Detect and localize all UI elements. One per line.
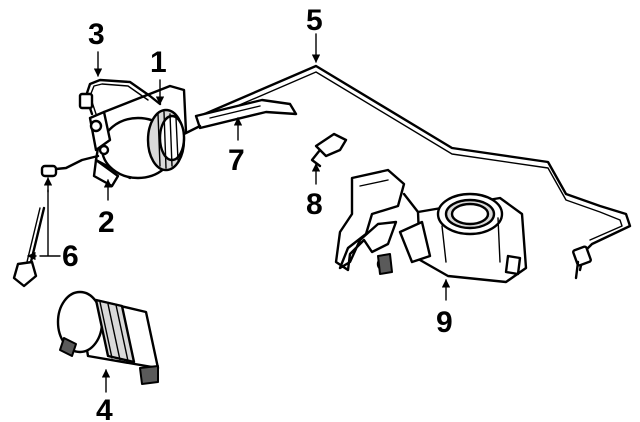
callout-8: 8 [306, 188, 323, 221]
callout-4: 4 [96, 394, 113, 422]
callout-9: 9 [436, 306, 453, 339]
part-2-linkage [40, 154, 100, 178]
callout-6: 6 [62, 240, 79, 273]
callout-1: 1 [150, 46, 167, 79]
part-3-vacuum-hose [78, 78, 162, 116]
part-9-throttle-body [334, 168, 528, 284]
part-1-actuator-assembly [88, 84, 202, 188]
leader-6 [39, 189, 61, 257]
part-4-canister [56, 290, 160, 385]
part-8-clip [310, 132, 348, 168]
part-6-rod [12, 206, 46, 288]
leader-lines [27, 33, 451, 393]
part-5-cable-line [198, 64, 632, 280]
callout-5: 5 [306, 4, 323, 37]
callout-3: 3 [88, 18, 105, 51]
part-7-hose [194, 98, 298, 130]
callout-7: 7 [228, 144, 245, 177]
callout-2: 2 [98, 206, 115, 239]
